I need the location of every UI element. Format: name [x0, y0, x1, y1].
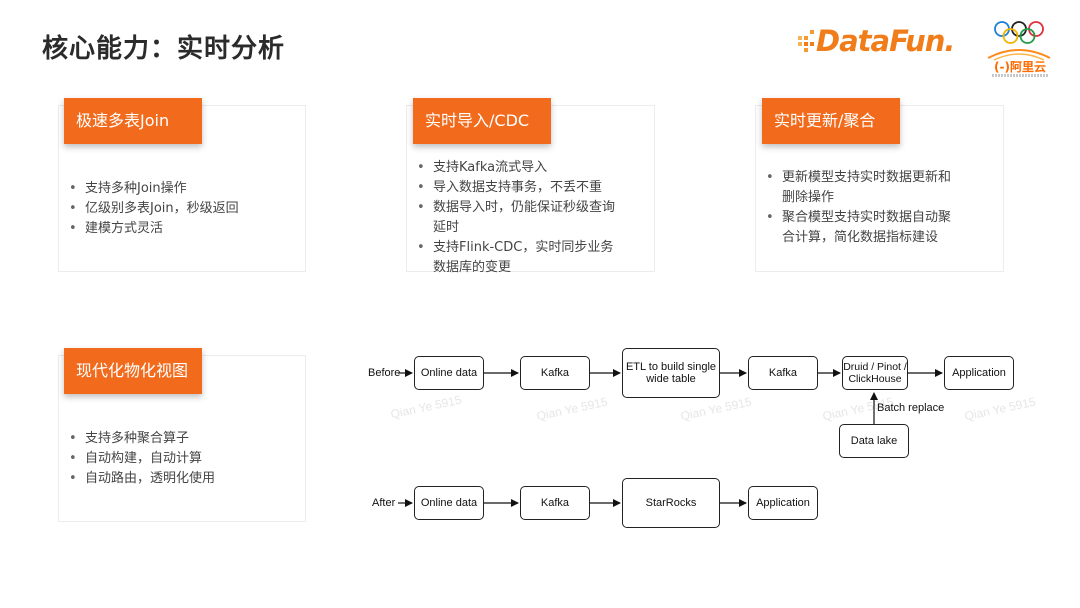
- sun-rays-icon: [987, 49, 1051, 61]
- card-realtime-import-list: 支持Kafka流式导入 导入数据支持事务，不丢不重 数据导入时，仍能保证秒级查询…: [417, 158, 649, 278]
- list-item: 数据导入时，仍能保证秒级查询: [417, 198, 649, 218]
- after-label: After: [372, 497, 396, 509]
- datafun-logo-text: DataFun: [816, 24, 945, 58]
- card-fast-join-list: 支持多种Join操作 亿级别多表Join，秒级返回 建模方式灵活: [69, 179, 239, 239]
- list-item: 支持多种Join操作: [69, 179, 239, 199]
- aliyun-logo-subtext: [992, 74, 1048, 77]
- datafun-logo-dot: .: [944, 24, 955, 58]
- list-item-continued: 数据库的变更: [433, 260, 512, 275]
- card-realtime-import-tag: 实时导入/CDC: [413, 98, 551, 144]
- node-kafka-after: Kafka: [520, 486, 590, 520]
- list-item: 自动路由，透明化使用: [69, 469, 215, 489]
- olympic-rings-icon: [994, 21, 1044, 44]
- card-fast-join-tag: 极速多表Join: [64, 98, 202, 144]
- aliyun-olympic-logo: (-)阿里云: [986, 18, 1052, 84]
- list-item: 亿级别多表Join，秒级返回: [69, 199, 239, 219]
- list-item: 自动构建，自动计算: [69, 449, 215, 469]
- node-online-data-after: Online data: [414, 486, 484, 520]
- card-realtime-update-tag: 实时更新/聚合: [762, 98, 900, 144]
- diagram-arrows: [398, 369, 943, 507]
- datafun-logo: DataFun.: [796, 24, 955, 64]
- aliyun-logo-text: (-)阿里云: [994, 60, 1046, 74]
- list-item: 支持Kafka流式导入: [417, 158, 649, 178]
- list-item: 支持Flink-CDC，实时同步业务: [417, 238, 649, 258]
- datafun-dots-icon: [798, 30, 814, 52]
- node-kafka-before-1: Kafka: [520, 356, 590, 390]
- node-application-after: Application: [748, 486, 818, 520]
- list-item: 支持多种聚合算子: [69, 429, 215, 449]
- node-olap-engines: Druid / Pinot / ClickHouse: [842, 356, 908, 390]
- list-item-continued: 延时: [433, 220, 460, 235]
- list-item: 建模方式灵活: [69, 219, 239, 239]
- architecture-diagram: Qian Ye 5915 Qian Ye 5915 Qian Ye 5915 Q…: [360, 338, 1040, 538]
- node-starrocks: StarRocks: [622, 478, 720, 528]
- list-item: 聚合模型支持实时数据自动聚: [766, 208, 998, 228]
- node-online-data-before: Online data: [414, 356, 484, 390]
- node-etl-wide-table: ETL to build single wide table: [622, 348, 720, 398]
- card-realtime-update-list: 更新模型支持实时数据更新和 删除操作 聚合模型支持实时数据自动聚 合计算，简化数…: [766, 168, 998, 248]
- node-application-before: Application: [944, 356, 1014, 390]
- list-item: 更新模型支持实时数据更新和: [766, 168, 998, 188]
- before-label: Before: [368, 367, 401, 379]
- list-item: 导入数据支持事务，不丢不重: [417, 178, 649, 198]
- card-materialized-view-tag: 现代化物化视图: [64, 348, 202, 394]
- edge-label-batch-replace: Batch replace: [877, 402, 945, 414]
- node-kafka-before-2: Kafka: [748, 356, 818, 390]
- list-item-continued: 合计算，简化数据指标建设: [782, 230, 939, 245]
- page-title: 核心能力：实时分析: [42, 34, 286, 64]
- node-data-lake: Data lake: [839, 424, 909, 458]
- list-item-continued: 删除操作: [782, 190, 835, 205]
- card-materialized-view-list: 支持多种聚合算子 自动构建，自动计算 自动路由，透明化使用: [69, 429, 215, 489]
